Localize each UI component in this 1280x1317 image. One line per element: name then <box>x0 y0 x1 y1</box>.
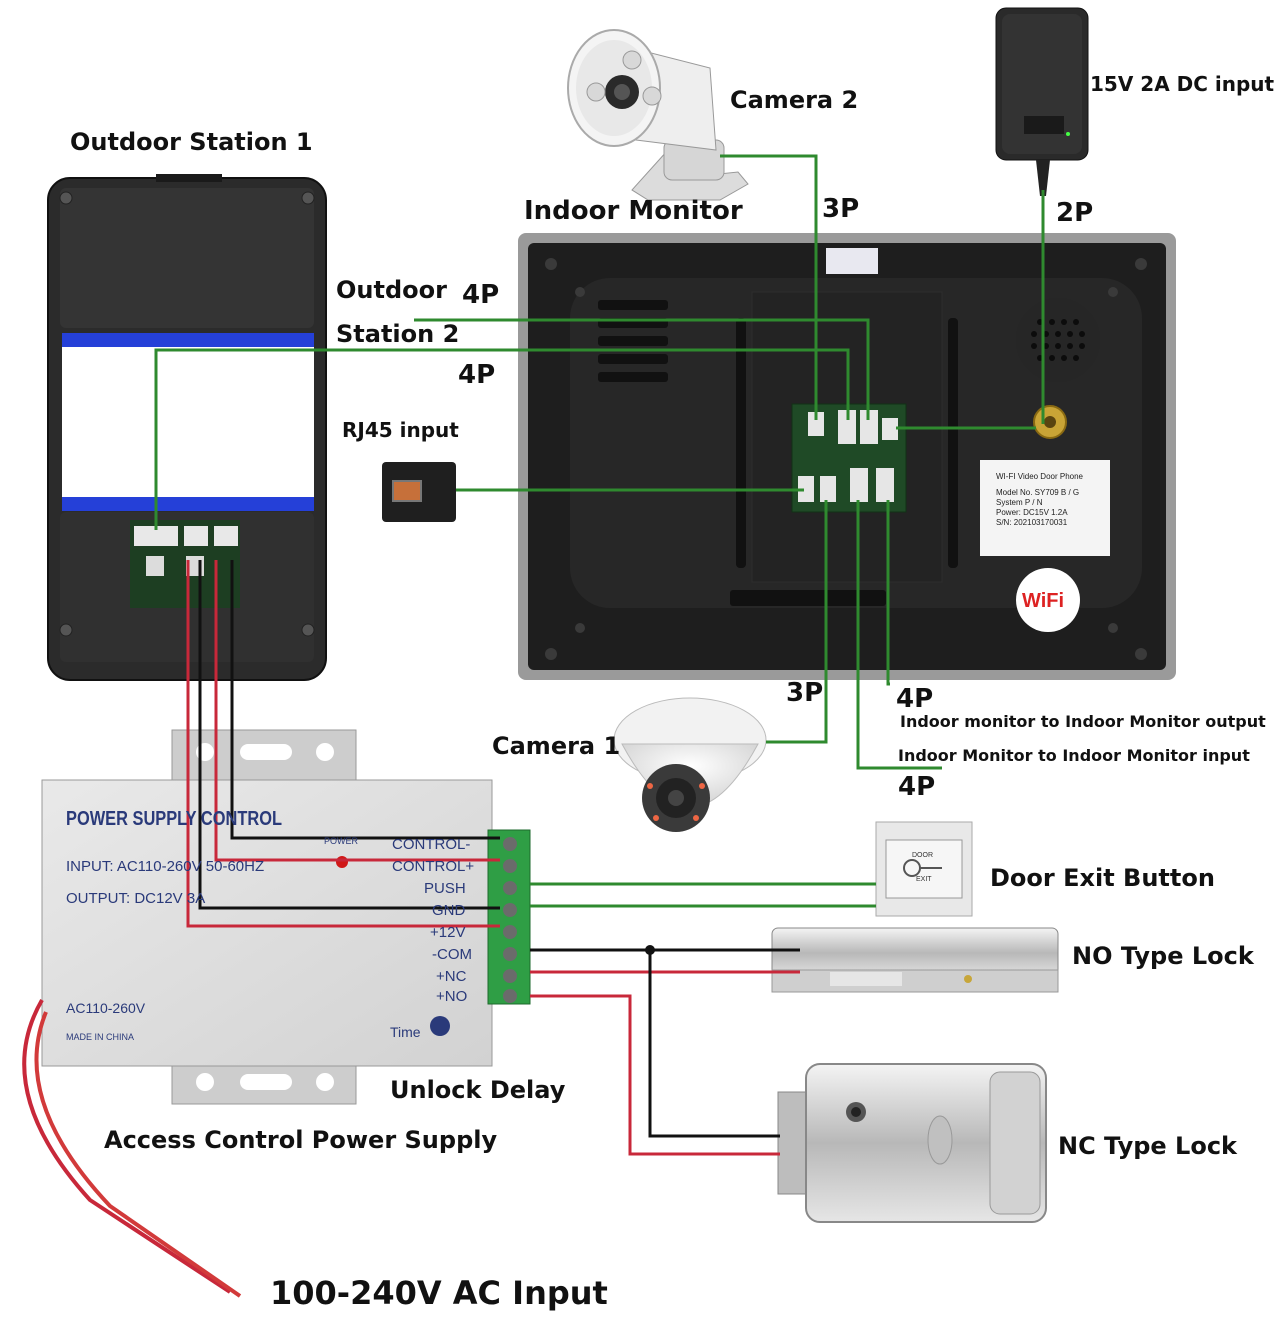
door-exit-button-label: Door Exit Button <box>990 864 1215 892</box>
camera-2-pins: 3P <box>822 194 860 224</box>
psu-input-spec: INPUT: AC110-260V 50-60HZ <box>66 858 265 875</box>
dc-adapter <box>995 7 1089 196</box>
indoor-monitor-label: Indoor Monitor <box>524 196 743 226</box>
monitor-label-power: Power: DC15V 1.2A <box>996 508 1068 517</box>
indoor-monitor-input-label: Indoor Monitor to Indoor Monitor input <box>898 746 1250 765</box>
door-button-text-exit: EXIT <box>916 876 932 883</box>
psu-ac-spec: AC110-260V <box>66 1000 146 1016</box>
indoor-monitor <box>518 233 1176 680</box>
rj45-label: RJ45 input <box>342 418 459 442</box>
terminal-com: -COM <box>432 946 472 963</box>
no-type-lock <box>771 927 1059 993</box>
monitor-label-model: Model No. SY709 B / G <box>996 488 1080 497</box>
psu-made-in: MADE IN CHINA <box>66 1032 135 1042</box>
outdoor-station-2-label-line2: Station 2 <box>336 320 460 348</box>
indoor-out-pins: 4P <box>896 684 934 714</box>
psu-output-spec: OUTPUT: DC12V 3A <box>66 890 206 907</box>
terminal-push: PUSH <box>424 880 466 897</box>
door-exit-button <box>875 821 973 917</box>
dc-pins: 2P <box>1056 198 1094 228</box>
terminal-control-plus: CONTROL+ <box>392 858 475 875</box>
outdoor-station-2-pins-bottom: 4P <box>458 360 496 390</box>
monitor-label-title: WI-FI Video Door Phone <box>996 472 1084 481</box>
access-control-power-supply-label: Access Control Power Supply <box>104 1126 498 1154</box>
camera-1 <box>613 697 767 832</box>
outdoor-station-2-label-line1: Outdoor <box>336 276 447 304</box>
indoor-monitor-output-label: Indoor monitor to Indoor Monitor output <box>900 712 1266 731</box>
monitor-label-sn: S/N: 202103170031 <box>996 518 1068 527</box>
camera-2 <box>567 29 749 201</box>
ac-input-label: 100-240V AC Input <box>270 1274 608 1312</box>
nc-type-lock-label: NC Type Lock <box>1058 1132 1238 1160</box>
terminal-nc: +NC <box>436 968 467 985</box>
camera-2-label: Camera 2 <box>730 86 859 114</box>
monitor-label-system: System P / N <box>996 498 1043 507</box>
dc-input-label: 15V 2A DC input <box>1090 72 1275 96</box>
psu-time-knob-label: Time <box>390 1024 421 1040</box>
wires <box>22 154 1045 1298</box>
terminal-control-minus: CONTROL- <box>392 836 471 853</box>
terminal-no: +NO <box>436 988 468 1005</box>
rj45-connector <box>382 462 456 522</box>
terminal-12v: +12V <box>430 924 466 941</box>
outdoor-station-1-label: Outdoor Station 1 <box>70 128 313 156</box>
nc-type-lock <box>777 1063 1047 1223</box>
indoor-in-pins: 4P <box>898 772 936 802</box>
no-type-lock-label: NO Type Lock <box>1072 942 1254 970</box>
wifi-badge-text: WiFi <box>1022 590 1065 612</box>
outdoor-station-1 <box>47 174 327 681</box>
camera-1-pins: 3P <box>786 678 824 708</box>
power-supply-control <box>41 729 531 1105</box>
junction-dot <box>645 945 655 955</box>
terminal-gnd: GND <box>432 902 466 919</box>
psu-title: POWER SUPPLY CONTROL <box>66 808 282 830</box>
door-button-text-door: DOOR <box>912 852 933 859</box>
psu-power-led-label: POWER <box>324 836 359 846</box>
unlock-delay-label: Unlock Delay <box>390 1076 566 1104</box>
outdoor-station-2-pins-top: 4P <box>462 280 500 310</box>
camera-1-label: Camera 1 <box>492 732 621 760</box>
